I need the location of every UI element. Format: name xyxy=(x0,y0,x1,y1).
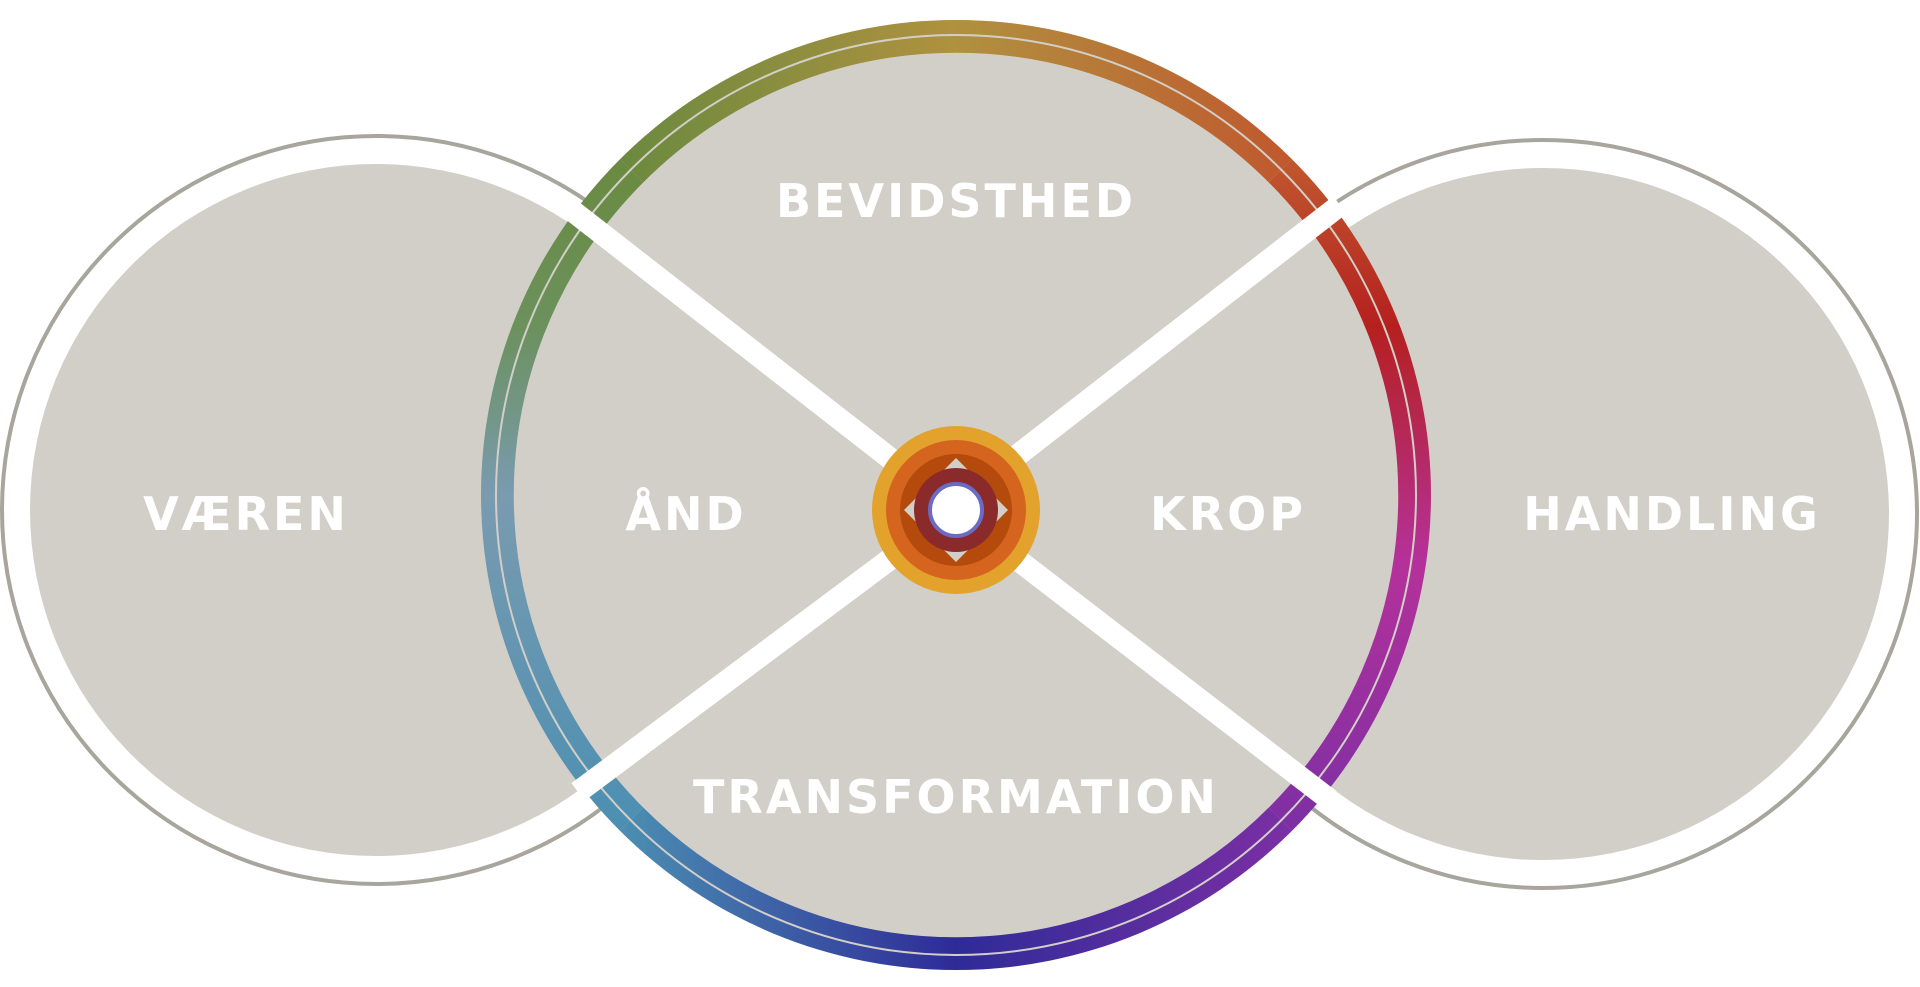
center-target-icon xyxy=(872,426,1040,594)
label-left-outer: VÆREN xyxy=(143,487,349,541)
label-right-inner: KROP xyxy=(1150,487,1306,541)
label-bottom: TRANSFORMATION xyxy=(693,770,1219,824)
label-left-inner: ÅND xyxy=(625,487,746,541)
label-top: BEVIDSTHED xyxy=(776,174,1136,228)
infinity-band xyxy=(558,196,1347,809)
label-right-outer: HANDLING xyxy=(1523,487,1820,541)
center-circle-inner xyxy=(495,34,1417,956)
